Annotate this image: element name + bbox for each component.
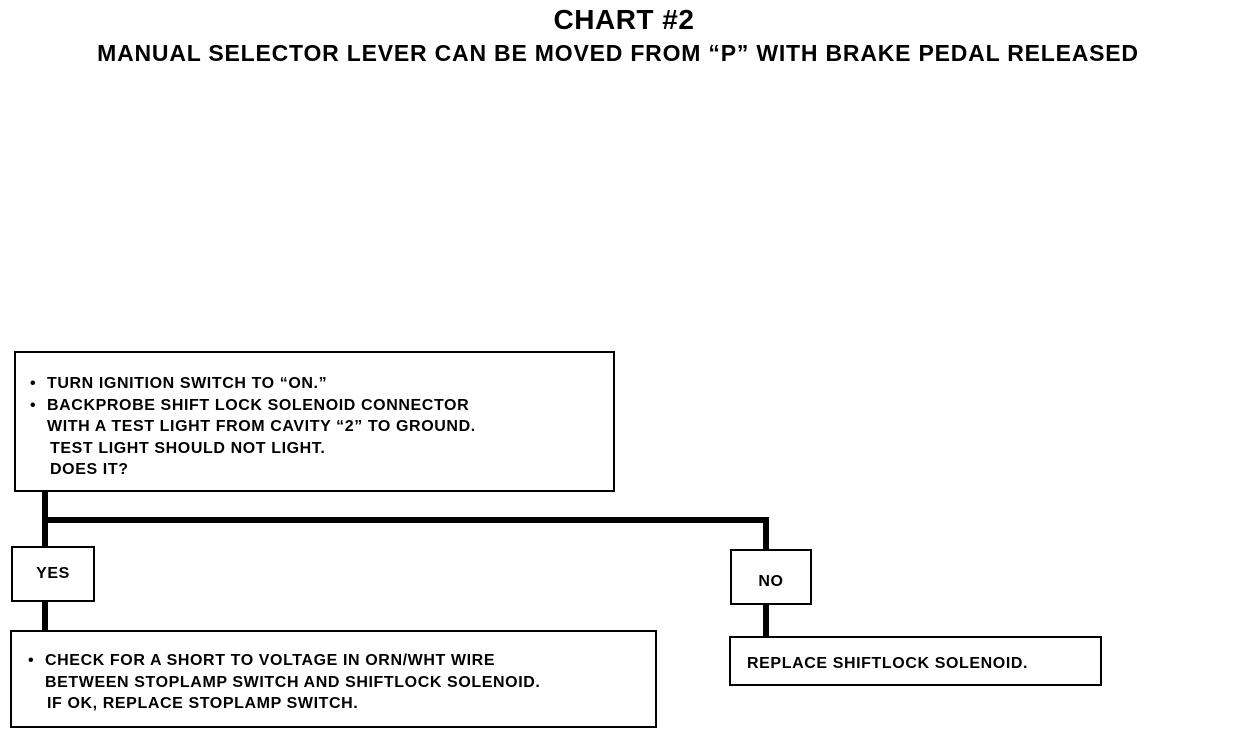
bullet-icon: • <box>30 396 37 414</box>
bullet-icon: • <box>30 375 37 392</box>
yes-action-continuation: BETWEEN STOPLAMP SWITCH AND SHIFTLOCK SO… <box>45 673 541 691</box>
chart-title: CHART #2 <box>553 4 695 35</box>
no-action-box: REPLACE SHIFTLOCK SOLENOID. <box>729 636 1102 686</box>
check-step-question: DOES IT? <box>50 461 129 478</box>
check-step-text: BACKPROBE SHIFT LOCK SOLENOID CONNECTOR <box>47 396 470 414</box>
yes-label: YES <box>36 565 70 582</box>
check-step-box: • TURN IGNITION SWITCH TO “ON.” • BACKPROB… <box>14 351 615 492</box>
check-step-continuation: WITH A TEST LIGHT FROM CAVITY “2” TO GRO… <box>47 418 476 435</box>
check-step-line: • BACKPROBE SHIFT LOCK SOLENOID CONNECTOR <box>30 395 613 417</box>
no-decision-box: NO <box>730 549 812 605</box>
yes-decision-box: YES <box>11 546 95 602</box>
yes-action-line: • CHECK FOR A SHORT TO VOLTAGE IN ORN/WHT… <box>28 650 655 672</box>
chart-subtitle: MANUAL SELECTOR LEVER CAN BE MOVED FROM … <box>97 40 1139 66</box>
check-step-text: TURN IGNITION SWITCH TO “ON.” <box>47 375 328 392</box>
bullet-icon: • <box>28 652 35 669</box>
no-action-text: REPLACE SHIFTLOCK SOLENOID. <box>747 655 1029 672</box>
connector-branch-to-no <box>45 517 769 549</box>
check-step-continuation: TEST LIGHT SHOULD NOT LIGHT. <box>50 439 326 457</box>
yes-action-continuation: IF OK, REPLACE STOPLAMP SWITCH. <box>47 695 359 712</box>
yes-action-text: CHECK FOR A SHORT TO VOLTAGE IN ORN/WHT … <box>45 652 496 669</box>
check-step-line: • TURN IGNITION SWITCH TO “ON.” <box>30 373 613 395</box>
yes-action-box: • CHECK FOR A SHORT TO VOLTAGE IN ORN/WHT… <box>10 630 657 728</box>
no-label: NO <box>758 573 784 590</box>
